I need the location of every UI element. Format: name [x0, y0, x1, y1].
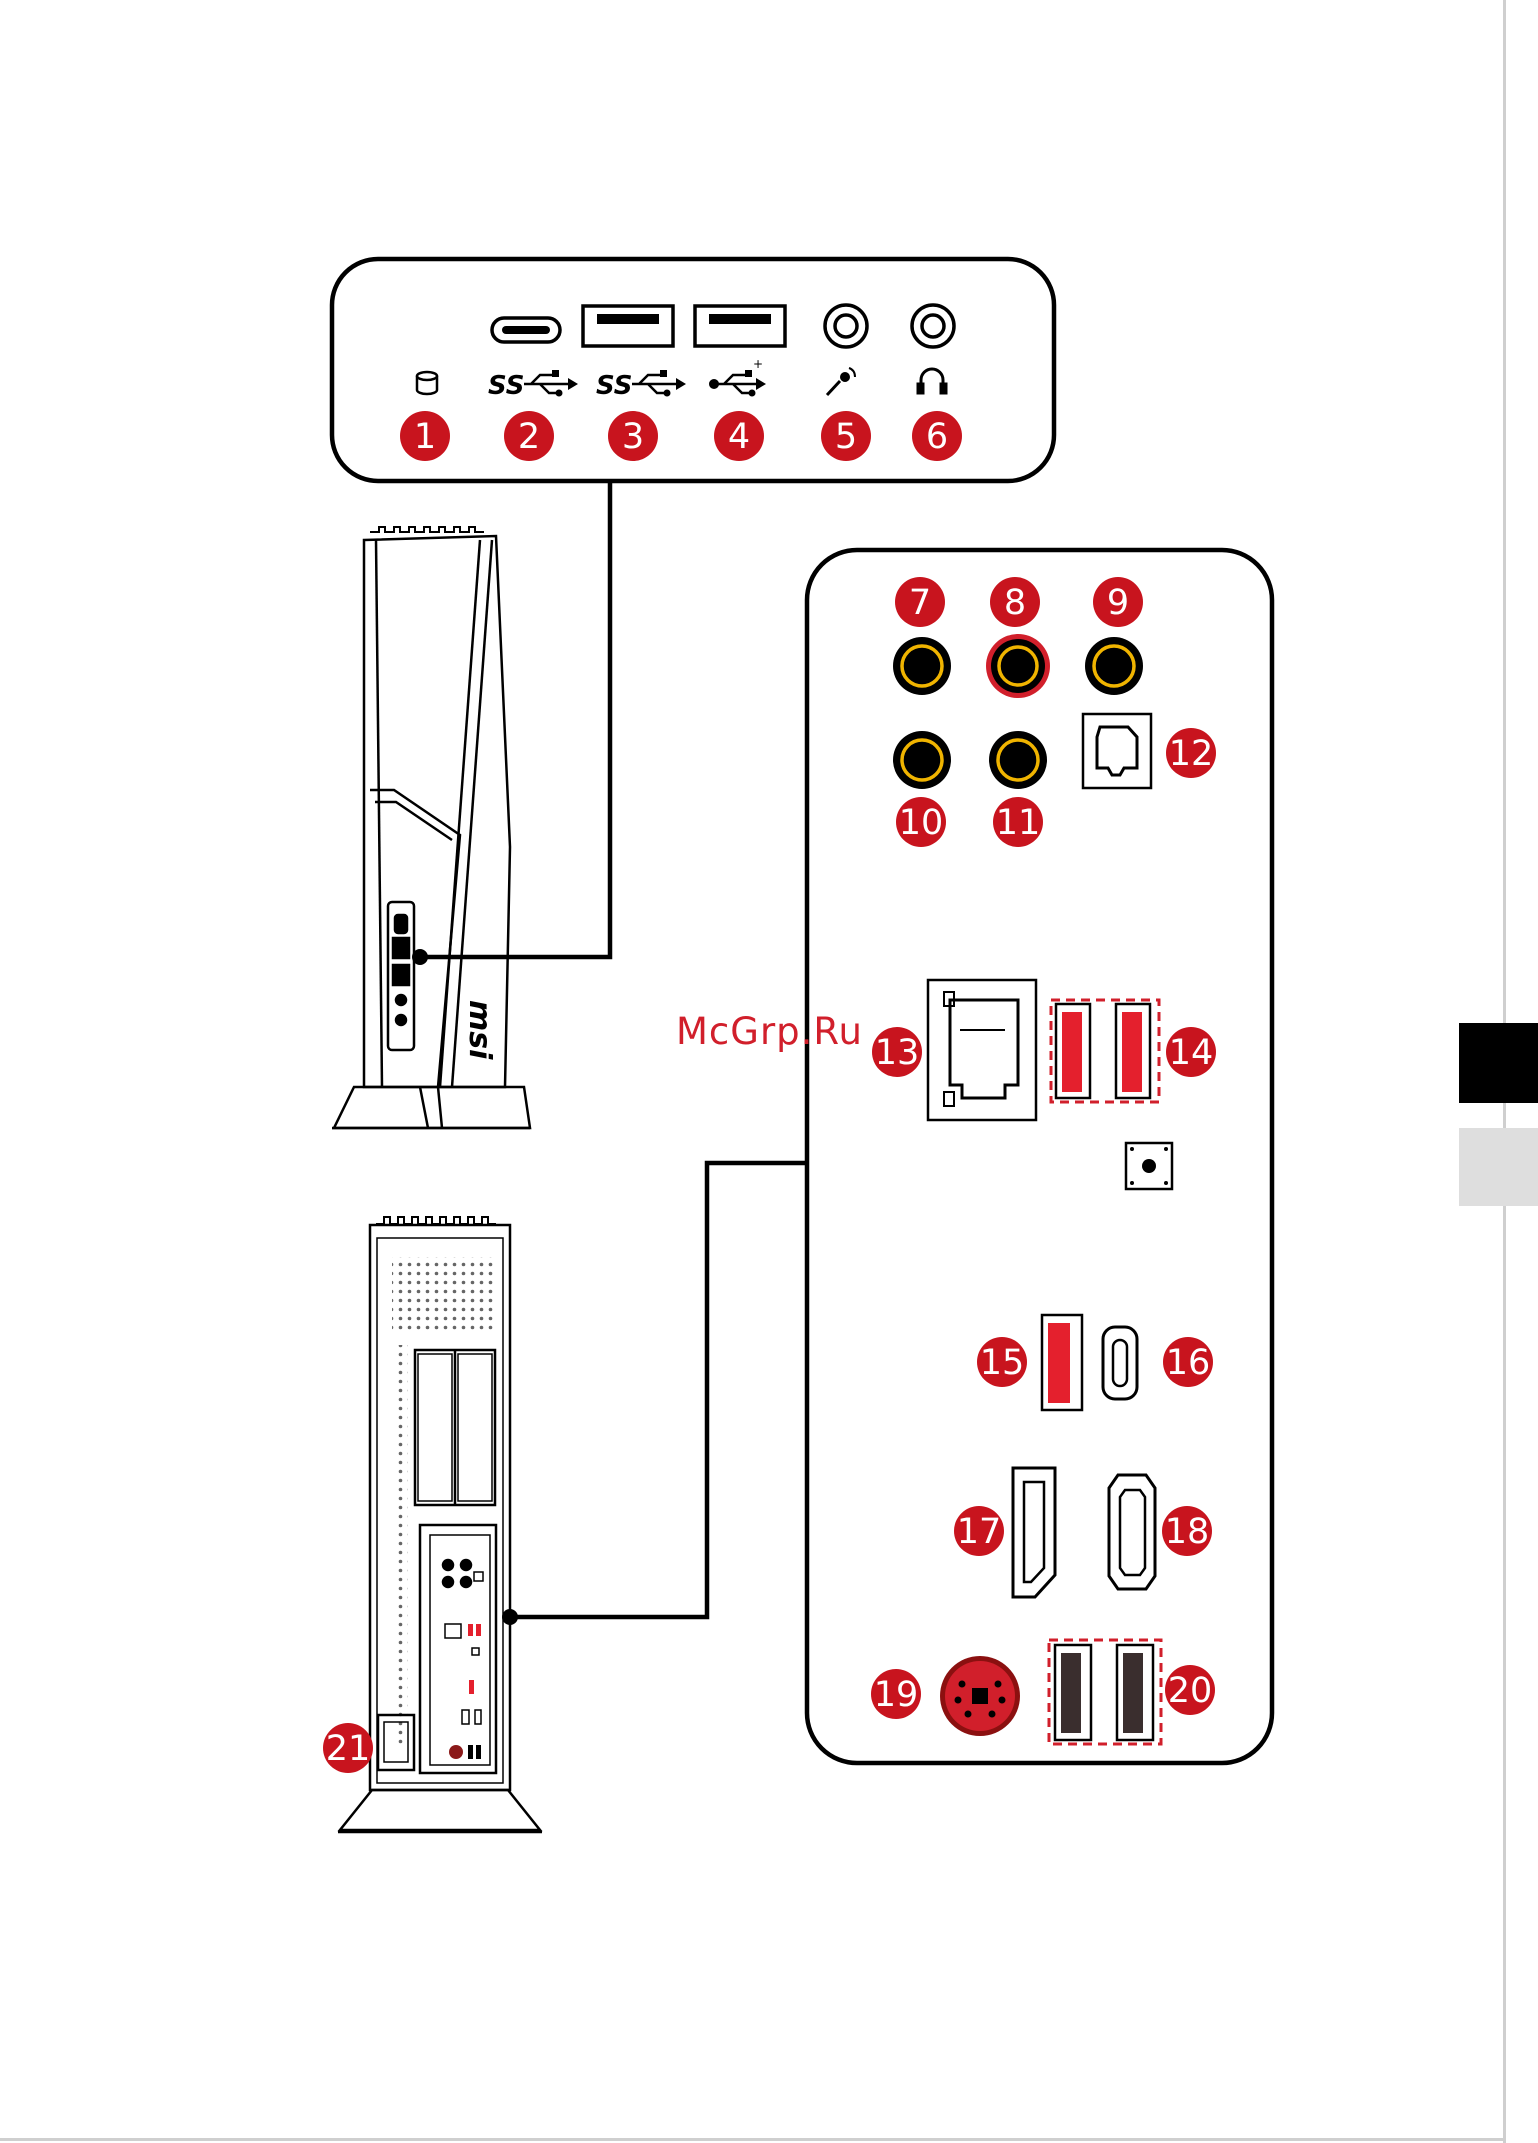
front-usb-c-port	[492, 318, 560, 342]
callout-number: 14	[1169, 1033, 1214, 1073]
callout-number: 21	[326, 1729, 371, 1769]
callout-19: 19	[871, 1669, 921, 1719]
audio-jack-7	[893, 637, 951, 695]
callout-number: 17	[957, 1512, 1002, 1552]
callout-9: 9	[1093, 577, 1143, 627]
callout-number: 1	[414, 417, 436, 457]
svg-text:SS: SS	[488, 371, 525, 401]
callout-6: 6	[912, 411, 962, 461]
callout-12: 12	[1166, 728, 1216, 778]
usb-c-port-16	[1103, 1327, 1137, 1399]
usb-port-15	[1042, 1315, 1082, 1410]
callout-15: 15	[977, 1337, 1027, 1387]
clear-cmos-button	[1126, 1143, 1172, 1189]
callout-21: 21	[323, 1723, 373, 1773]
callout-number: 5	[835, 417, 857, 457]
callout-16: 16	[1163, 1337, 1213, 1387]
callout-number: 9	[1107, 583, 1129, 623]
callout-8: 8	[990, 577, 1040, 627]
callout-4: 4	[714, 411, 764, 461]
callout-18: 18	[1162, 1506, 1212, 1556]
callout-number: 19	[874, 1675, 919, 1715]
callout-number: 13	[875, 1033, 920, 1073]
audio-jack-8	[986, 634, 1050, 698]
callout-2: 2	[504, 411, 554, 461]
svg-text:SS: SS	[596, 371, 633, 401]
callout-number: 11	[996, 803, 1041, 843]
callout-13: 13	[872, 1027, 922, 1077]
front-usb-a-port-3	[583, 306, 673, 346]
tower-front-view	[332, 527, 530, 1128]
callout-7: 7	[895, 577, 945, 627]
svg-text:+: +	[753, 357, 763, 371]
callout-14: 14	[1166, 1027, 1216, 1077]
callout-number: 12	[1169, 734, 1214, 774]
rear-connector-line	[502, 1163, 807, 1625]
callout-number: 20	[1168, 1671, 1213, 1711]
callout-number: 10	[899, 803, 944, 843]
callout-5: 5	[821, 411, 871, 461]
callout-number: 16	[1166, 1343, 1211, 1383]
brand-logo: msi	[462, 1000, 497, 1060]
callout-number: 18	[1165, 1512, 1210, 1552]
audio-jack-11	[989, 731, 1047, 789]
callout-number: 8	[1004, 583, 1026, 623]
ps2-port-19	[940, 1656, 1020, 1736]
callout-17: 17	[954, 1506, 1004, 1556]
front-usb-a-port-4	[695, 306, 785, 346]
watermark: McGrp.Ru	[676, 1010, 863, 1053]
front-headphone-jack	[912, 305, 954, 347]
callout-number: 15	[980, 1343, 1025, 1383]
callout-3: 3	[608, 411, 658, 461]
callout-11: 11	[993, 797, 1043, 847]
callout-20: 20	[1165, 1665, 1215, 1715]
callout-number: 4	[728, 417, 750, 457]
callout-number: 7	[909, 583, 931, 623]
audio-jack-9	[1085, 637, 1143, 695]
callout-1: 1	[400, 411, 450, 461]
callout-number: 6	[926, 417, 948, 457]
callout-10: 10	[896, 797, 946, 847]
callout-number: 3	[622, 417, 644, 457]
audio-jack-10	[893, 731, 951, 789]
callout-number: 2	[518, 417, 540, 457]
front-mic-jack	[825, 305, 867, 347]
